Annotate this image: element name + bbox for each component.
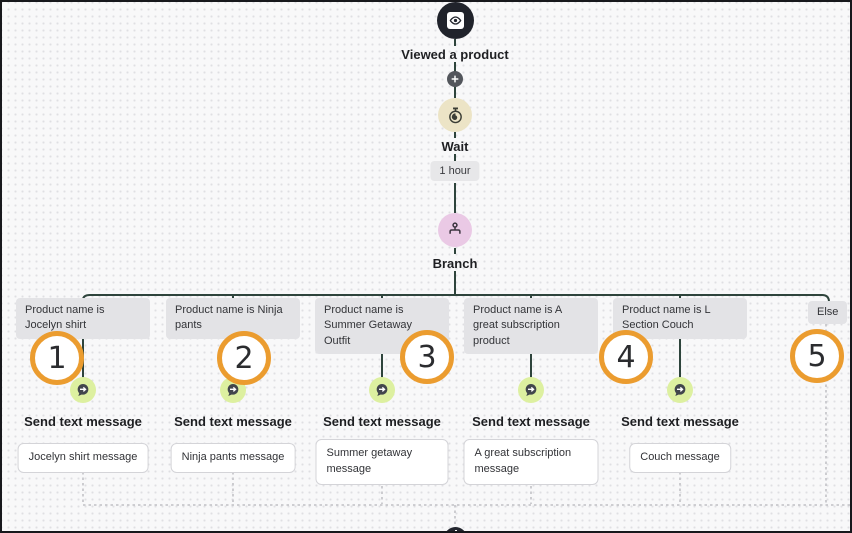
annotation-circle-4: 4 xyxy=(599,330,653,384)
message-bubble-icon xyxy=(525,384,537,396)
wait-node[interactable] xyxy=(438,98,472,132)
wait-duration-badge[interactable]: 1 hour xyxy=(430,161,480,181)
stopwatch-icon xyxy=(448,106,462,123)
annotation-circle-2: 2 xyxy=(217,331,271,385)
send-text-node-1[interactable] xyxy=(70,377,96,403)
next-step-icon xyxy=(454,530,457,531)
annotation-circle-3: 3 xyxy=(400,330,454,384)
send-text-label-1: Send text message xyxy=(24,414,142,429)
send-text-node-4[interactable] xyxy=(518,377,544,403)
send-text-label-5: Send text message xyxy=(621,414,739,429)
branch-condition-2[interactable]: Product name is Ninja pants xyxy=(166,298,300,339)
next-step-node[interactable] xyxy=(444,527,467,531)
trigger-label: Viewed a product xyxy=(401,47,509,62)
send-text-node-5[interactable] xyxy=(667,377,693,403)
add-step-button[interactable] xyxy=(447,71,463,87)
trigger-node[interactable] xyxy=(437,2,474,39)
branch-condition-else[interactable]: Else xyxy=(808,301,848,325)
message-bubble-icon xyxy=(227,384,239,396)
message-name-1[interactable]: Jocelyn shirt message xyxy=(17,443,149,473)
wait-label: Wait xyxy=(441,139,469,154)
message-name-2[interactable]: Ninja pants message xyxy=(170,443,296,473)
branch-condition-1[interactable]: Product name is Jocelyn shirt xyxy=(16,298,150,339)
message-bubble-icon xyxy=(674,384,686,396)
message-bubble-icon xyxy=(77,384,89,396)
branch-label: Branch xyxy=(432,256,478,271)
send-text-label-4: Send text message xyxy=(472,414,590,429)
annotation-circle-5: 5 xyxy=(790,329,844,383)
branch-node[interactable] xyxy=(438,213,472,247)
send-text-label-3: Send text message xyxy=(323,414,441,429)
send-text-label-2: Send text message xyxy=(174,414,292,429)
annotation-circle-1: 1 xyxy=(30,331,84,385)
message-name-4[interactable]: A great subscription message xyxy=(463,439,599,485)
plus-icon xyxy=(451,75,459,83)
send-text-node-3[interactable] xyxy=(369,377,395,403)
eye-icon xyxy=(447,12,464,29)
message-name-5[interactable]: Couch message xyxy=(629,443,731,473)
message-name-3[interactable]: Summer getaway message xyxy=(315,439,449,485)
branch-condition-4[interactable]: Product name is A great subscription pro… xyxy=(464,298,598,355)
split-icon xyxy=(449,222,461,234)
message-bubble-icon xyxy=(376,384,388,396)
